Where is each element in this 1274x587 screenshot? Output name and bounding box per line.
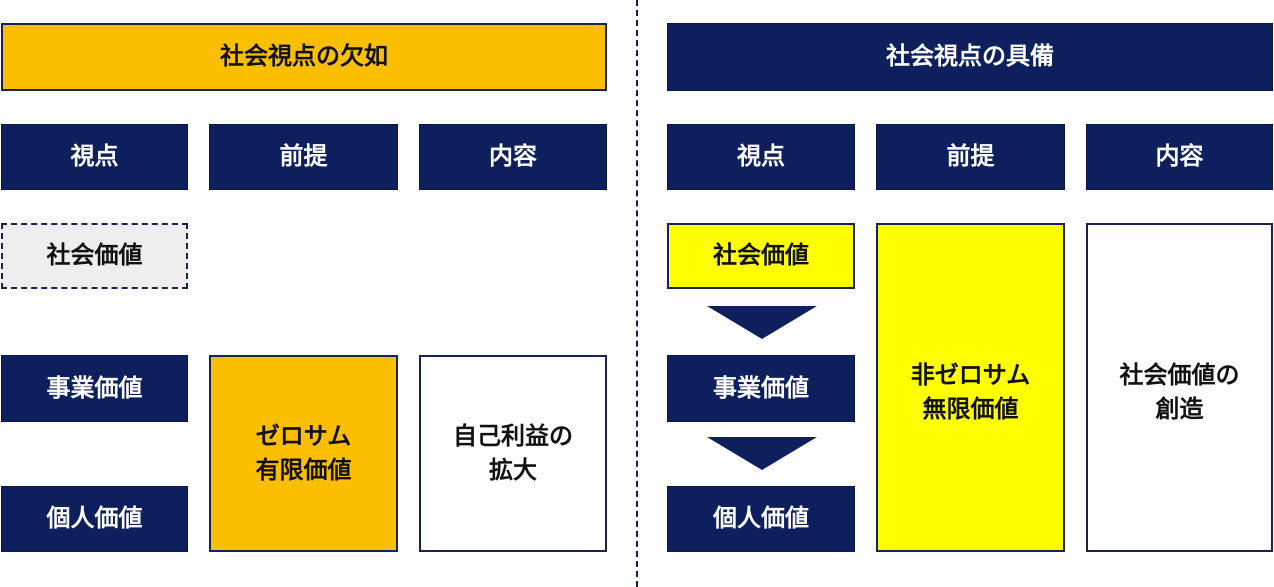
right-header-content: 内容 (1086, 124, 1273, 190)
right-view-personal: 個人価値 (667, 486, 855, 552)
left-view-personal: 個人価値 (1, 486, 188, 552)
right-view-business: 事業価値 (667, 355, 855, 422)
right-content: 社会価値の 創造 (1086, 223, 1273, 552)
down-arrow-icon (707, 437, 817, 470)
left-view-social: 社会価値 (1, 223, 188, 289)
left-view-business: 事業価値 (1, 355, 188, 422)
center-divider (636, 0, 638, 587)
left-title: 社会視点の欠如 (1, 23, 607, 91)
right-premise: 非ゼロサム 無限価値 (876, 223, 1065, 552)
left-header-view: 視点 (1, 124, 188, 190)
left-content: 自己利益の 拡大 (419, 355, 607, 552)
left-premise: ゼロサム 有限価値 (209, 355, 398, 552)
right-header-premise: 前提 (876, 124, 1065, 190)
right-header-view: 視点 (667, 124, 855, 190)
right-title: 社会視点の具備 (667, 23, 1273, 91)
left-header-premise: 前提 (209, 124, 398, 190)
left-header-content: 内容 (419, 124, 607, 190)
right-view-social: 社会価値 (667, 223, 855, 289)
down-arrow-icon (707, 306, 817, 339)
